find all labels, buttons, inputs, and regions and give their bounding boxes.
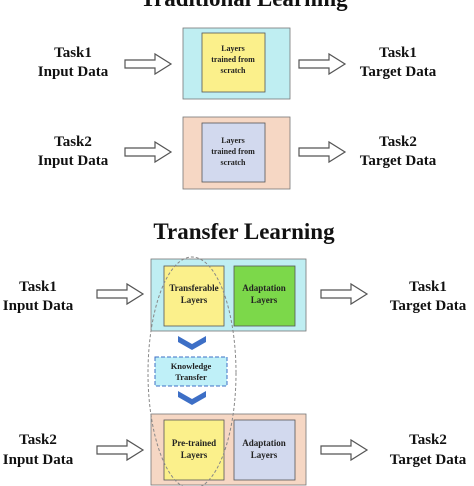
trad-task1-layers-box xyxy=(201,32,266,93)
tl-task2-target-line1: Task2 xyxy=(409,432,447,448)
tl-pretrained-line1: Pre-trained xyxy=(172,438,216,448)
tl-task1-target-line2: Target Data xyxy=(390,298,467,314)
transfer-chevron-down-icon xyxy=(178,391,206,405)
trad-task2-layers-box xyxy=(201,122,266,183)
knowledge-transfer-line1: Knowledge xyxy=(171,361,212,371)
trad-task2-input-line1: Task2 xyxy=(54,134,92,150)
trad-task2-target-line1: Task2 xyxy=(379,134,417,150)
trad-task2-input-line2: Input Data xyxy=(38,153,109,169)
trad-task2-input-arrow xyxy=(124,141,172,163)
trad-task1-target-line1: Task1 xyxy=(379,45,417,61)
tl-task1-input-line2: Input Data xyxy=(3,298,74,314)
knowledge-chevron-down-icon xyxy=(178,336,206,350)
trad-task1-output-arrow xyxy=(298,53,346,75)
tl-task1-adaptation-box xyxy=(233,265,296,327)
transfer-title: Transfer Learning xyxy=(153,219,335,244)
trad-task1-input-line1: Task1 xyxy=(54,45,92,61)
trad-task2-layers-line3: scratch xyxy=(221,158,246,167)
transfer-dashed-ellipse xyxy=(147,256,237,486)
tl-task1-input-arrow xyxy=(96,283,144,305)
tl-task2-input-line1: Task2 xyxy=(19,432,57,448)
tl-task2-input-line2: Input Data xyxy=(3,452,74,468)
trad-task1-input-line2: Input Data xyxy=(38,64,109,80)
traditional-title: Traditional Learning xyxy=(140,0,348,11)
tl-task2-output-arrow xyxy=(320,439,368,461)
trad-task1-target-line2: Target Data xyxy=(360,64,437,80)
tl-task2-adaptation-line2: Layers xyxy=(251,450,278,460)
trad-task2-layers-line1: Layers xyxy=(221,136,245,145)
tl-task1-output-arrow xyxy=(320,283,368,305)
tl-pretrained-line2: Layers xyxy=(181,450,208,460)
trad-task2-layers-line2: trained from xyxy=(211,147,255,156)
tl-transferable-line2: Layers xyxy=(181,295,208,305)
trad-task2-output-arrow xyxy=(298,141,346,163)
tl-transferable-layers-box xyxy=(163,265,225,327)
tl-task1-input-line1: Task1 xyxy=(19,279,57,295)
tl-task2-adaptation-line1: Adaptation xyxy=(242,438,286,448)
trad-task1-layers-line1: Layers xyxy=(221,44,245,53)
tl-task2-target-line2: Target Data xyxy=(390,452,467,468)
trad-task2-target-line2: Target Data xyxy=(360,153,437,169)
knowledge-transfer-box xyxy=(154,356,228,387)
trad-task1-layers-line3: scratch xyxy=(221,66,246,75)
tl-task1-target-line1: Task1 xyxy=(409,279,447,295)
tl-pretrained-layers-box xyxy=(163,419,225,481)
tl-task2-input-arrow xyxy=(96,439,144,461)
tl-task1-adaptation-line2: Layers xyxy=(251,295,278,305)
trad-task1-layers-line2: trained from xyxy=(211,55,255,64)
tl-task2-adaptation-box xyxy=(233,419,296,481)
knowledge-transfer-line2: Transfer xyxy=(175,372,207,382)
trad-task1-input-arrow xyxy=(124,53,172,75)
tl-task1-adaptation-line1: Adaptation xyxy=(242,283,286,293)
tl-transferable-line1: Transferable xyxy=(169,283,218,293)
